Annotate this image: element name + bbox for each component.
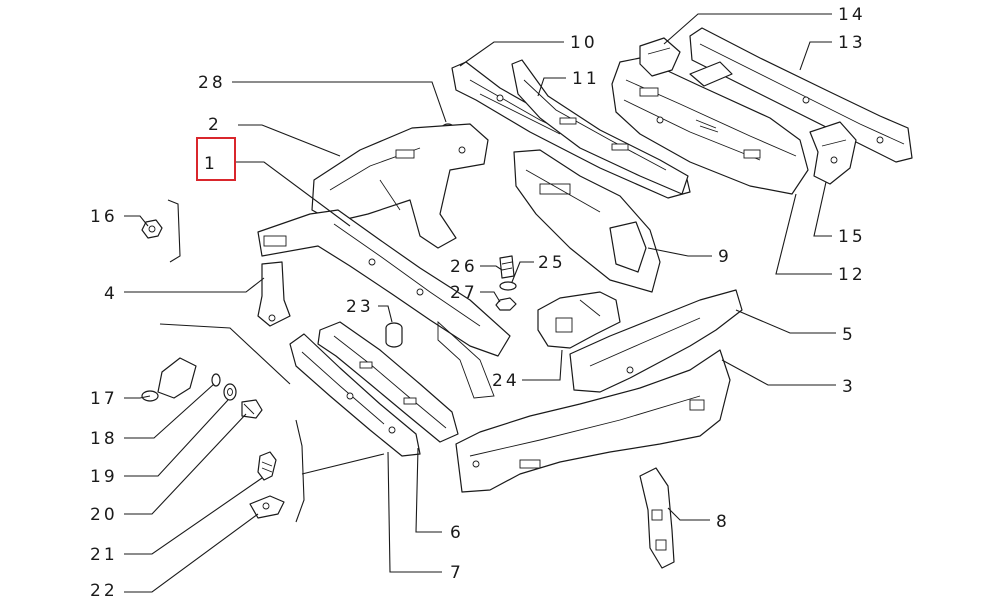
part-13-cross-beam[interactable] <box>689 27 913 163</box>
part-15-bracket[interactable] <box>809 121 857 185</box>
grouping-brackets <box>159 199 385 523</box>
leader-12 <box>775 193 832 275</box>
callout-12[interactable]: 12 <box>838 265 866 285</box>
part-1-longitudinal-member[interactable] <box>257 209 511 399</box>
part-27-nut[interactable] <box>495 297 517 311</box>
callout-15[interactable]: 15 <box>838 227 866 247</box>
callout-10[interactable]: 10 <box>570 33 598 53</box>
leader-15 <box>813 181 832 237</box>
part-22-clip-nut[interactable] <box>249 495 285 519</box>
part-24-mount-bracket[interactable] <box>537 291 621 349</box>
leader-23 <box>378 305 393 323</box>
part-17-bracket[interactable] <box>141 357 197 402</box>
leader-2 <box>238 124 341 157</box>
leader-28 <box>232 81 447 123</box>
callout-labels: 1 2 3 4 5 6 7 8 9 10 11 12 13 14 15 16 1… <box>90 5 866 600</box>
callout-6[interactable]: 6 <box>450 523 464 543</box>
leader-7 <box>387 451 442 573</box>
leader-21 <box>124 477 263 555</box>
leader-16 <box>124 215 149 227</box>
leader-17 <box>124 395 151 399</box>
part-26-bolt[interactable] <box>499 255 515 279</box>
part-19-washer[interactable] <box>223 383 237 401</box>
callout-9[interactable]: 9 <box>718 247 732 267</box>
callout-27[interactable]: 27 <box>450 283 478 303</box>
callout-25[interactable]: 25 <box>538 253 566 273</box>
leader-27 <box>480 291 501 303</box>
callout-4[interactable]: 4 <box>104 284 118 304</box>
callout-22[interactable]: 22 <box>90 581 118 600</box>
leader-20 <box>124 413 247 515</box>
leader-lines <box>124 13 836 593</box>
part-18-washer[interactable] <box>211 373 221 387</box>
leader-11 <box>537 77 566 97</box>
callout-17[interactable]: 17 <box>90 389 118 409</box>
leader-6 <box>415 447 442 533</box>
leader-22 <box>124 513 259 593</box>
part-7-lower-rail[interactable] <box>289 333 421 457</box>
callout-19[interactable]: 19 <box>90 467 118 487</box>
callout-23[interactable]: 23 <box>346 297 374 317</box>
leader-25 <box>511 261 534 283</box>
leader-9 <box>647 247 712 257</box>
part-8-vertical-bracket[interactable] <box>639 467 675 569</box>
part-12-dash-panel[interactable] <box>611 57 809 195</box>
leader-26 <box>480 265 503 271</box>
callout-1[interactable]: 1 <box>204 154 218 174</box>
callout-24[interactable]: 24 <box>492 371 520 391</box>
part-11-cowl-inner[interactable] <box>511 59 689 195</box>
leader-10 <box>459 41 564 67</box>
part-25-washer[interactable] <box>499 281 517 291</box>
callout-3[interactable]: 3 <box>842 377 856 397</box>
part-6-front-cross-member[interactable] <box>317 321 459 443</box>
leader-13 <box>799 41 832 71</box>
callout-5[interactable]: 5 <box>842 325 856 345</box>
part-20-bolt[interactable] <box>241 399 263 419</box>
leader-19 <box>124 399 229 477</box>
part-9-inner-panel[interactable] <box>513 149 661 293</box>
part-5-wheelhouse-right[interactable] <box>569 289 743 393</box>
callout-18[interactable]: 18 <box>90 429 118 449</box>
part-4-support[interactable] <box>257 261 291 327</box>
callout-16[interactable]: 16 <box>90 207 118 227</box>
part-3-side-member-right[interactable] <box>455 349 731 493</box>
callout-28[interactable]: 28 <box>198 73 226 93</box>
leader-8 <box>667 507 710 521</box>
leader-24 <box>522 349 563 381</box>
callout-8[interactable]: 8 <box>716 512 730 532</box>
callout-13[interactable]: 13 <box>838 33 866 53</box>
callout-2[interactable]: 2 <box>208 115 222 135</box>
callout-20[interactable]: 20 <box>90 505 118 525</box>
callout-7[interactable]: 7 <box>450 563 464 583</box>
leader-14 <box>663 13 832 45</box>
part-21-screw[interactable] <box>257 451 277 481</box>
part-23-bush[interactable] <box>385 322 403 348</box>
callout-21[interactable]: 21 <box>90 545 118 565</box>
callout-11[interactable]: 11 <box>572 69 600 89</box>
leader-4 <box>124 277 265 293</box>
callout-26[interactable]: 26 <box>450 257 478 277</box>
part-2-wheelhouse-upper[interactable] <box>311 123 489 249</box>
leader-3 <box>721 359 836 386</box>
leader-5 <box>735 309 836 334</box>
part-14-bracket[interactable] <box>639 37 681 77</box>
leader-1 <box>236 161 351 227</box>
highlight-box-callout-1 <box>196 137 236 181</box>
callout-14[interactable]: 14 <box>838 5 866 25</box>
leader-18 <box>124 383 215 439</box>
